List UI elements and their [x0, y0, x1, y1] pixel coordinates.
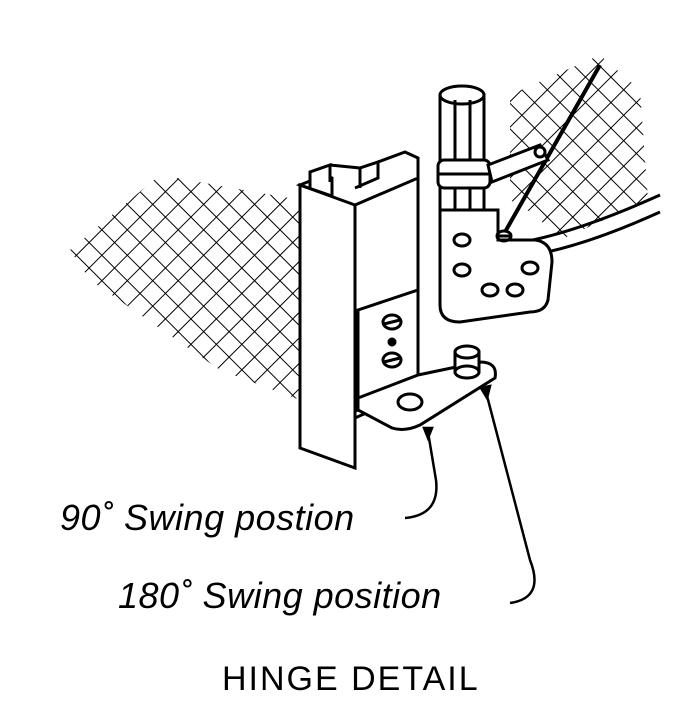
drawing-title: HINGE DETAIL: [222, 660, 480, 698]
hinge-bracket: [356, 287, 497, 431]
gate-post: [436, 84, 551, 217]
swing-180-label: 180˚ Swing position: [118, 575, 442, 616]
leader-90-arrow: [404, 426, 438, 520]
gate-corner-plate: [438, 208, 554, 324]
leader-180-arrow: [479, 384, 536, 605]
swing-90-label: 90˚ Swing postion: [60, 497, 355, 538]
left-fence-mesh: [70, 175, 300, 400]
